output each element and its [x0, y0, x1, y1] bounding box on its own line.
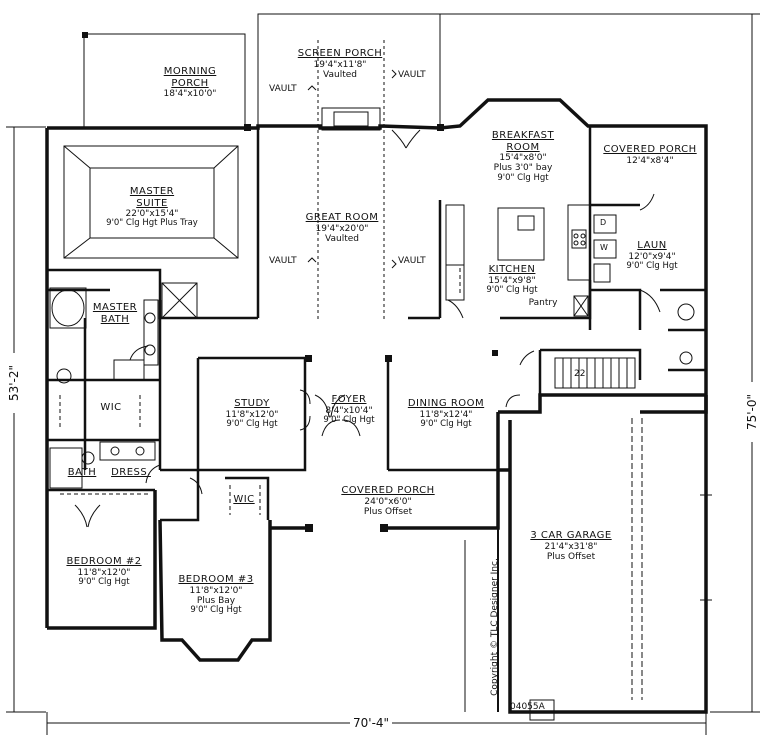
- room-size: 11'8"x12'0": [225, 409, 279, 420]
- room-ceiling: 9'0" Clg Hgt: [420, 418, 472, 429]
- tray-ceiling-outer: [63, 145, 239, 259]
- room-ceiling: 9'0" Clg Hgt Plus Tray: [106, 218, 198, 229]
- master-bath-label: MASTER BATH: [86, 302, 144, 325]
- wic-master-label: WIC: [86, 402, 136, 414]
- screen-porch-outline: [257, 13, 441, 128]
- room-name: LAUN: [637, 240, 667, 251]
- room-name: BREAKFAST ROOM: [491, 130, 555, 153]
- bedroom2-label: BEDROOM #2 11'8"x12'0" 9'0" Clg Hgt: [56, 556, 152, 588]
- kitchen-island: [497, 207, 545, 261]
- washer-label: W: [600, 243, 608, 252]
- master-tub: [51, 289, 85, 327]
- fireplace: [321, 107, 381, 131]
- covered-porch-front-label: COVERED PORCH 24'0"x6'0" Plus Offset: [330, 485, 446, 517]
- room-ceiling: 9'0" Clg Hgt: [486, 284, 538, 295]
- room-size: 19'4"x20'0": [315, 223, 369, 234]
- room-name: STUDY: [234, 398, 270, 409]
- plan-number: 04055A: [510, 702, 545, 712]
- width-dimension: 70'-4": [350, 716, 393, 730]
- covered-porch-rear-label: COVERED PORCH 12'4"x8'4": [600, 144, 700, 166]
- right-depth-dimension: 75'-0": [745, 382, 759, 442]
- stair-count: 22: [574, 369, 586, 379]
- room-ceiling: 9'0" Clg Hgt: [626, 260, 678, 271]
- room-size: 11'8"x12'0": [189, 585, 243, 596]
- room-name: BEDROOM #3: [178, 574, 254, 585]
- room-size: 22'0"x15'4": [125, 209, 179, 219]
- foyer-label: FOYER 8'4"x10'4" 9'0" Clg Hgt: [313, 394, 385, 426]
- room-name: SCREEN PORCH: [297, 48, 383, 59]
- room-size: 11'8"x12'0": [77, 567, 131, 578]
- room-size: 19'4"x11'8": [313, 59, 367, 70]
- room-size: 15'4"x8'0": [499, 153, 547, 163]
- study-label: STUDY 11'8"x12'0" 9'0" Clg Hgt: [205, 398, 299, 430]
- breakfast-label: BREAKFAST ROOM 15'4"x8'0" Plus 3'0" bay …: [468, 130, 578, 183]
- dining-label: DINING ROOM 11'8"x12'4" 9'0" Clg Hgt: [396, 398, 496, 430]
- room-name: DRESS.: [111, 467, 151, 478]
- room-name: COVERED PORCH: [603, 144, 697, 155]
- room-note: Plus Offset: [363, 506, 413, 517]
- room-name: BEDROOM #2: [66, 556, 142, 567]
- dress-label: DRESS.: [106, 467, 156, 479]
- room-name: 3 CAR GARAGE: [530, 530, 612, 541]
- garage-wall: [498, 393, 706, 414]
- room-name: Pantry: [528, 298, 558, 308]
- room-note: Vaulted: [325, 233, 359, 244]
- vault-label: VAULT: [398, 70, 426, 80]
- room-name: WIC: [100, 402, 122, 413]
- left-depth-dimension: 53'-2": [7, 353, 21, 413]
- bedroom3-label: BEDROOM #3 11'8"x12'0" Plus Bay 9'0" Clg…: [166, 574, 266, 616]
- room-size: 12'0"x9'4": [628, 251, 676, 262]
- morning-porch-label: MORNING PORCH 18'4"x10'0": [140, 66, 240, 99]
- room-name: DINING ROOM: [407, 398, 485, 409]
- laun-label: LAUN 12'0"x9'4" 9'0" Clg Hgt: [612, 240, 692, 272]
- room-size: 24'0"x6'0": [364, 496, 412, 507]
- wic-bedroom-label: WIC: [226, 494, 262, 506]
- room-size: 21'4"x31'8": [544, 541, 598, 552]
- room-name: MORNING PORCH: [163, 66, 217, 89]
- room-note: Plus 3'0" bay: [493, 163, 553, 174]
- room-ceiling: 9'0" Clg Hgt: [323, 414, 375, 425]
- room-name: BATH: [67, 467, 97, 478]
- bath-label: BATH: [62, 467, 102, 479]
- room-size: 18'4"x10'0": [163, 89, 217, 99]
- copyright-text: Copyright © TLC Designer Inc.: [490, 558, 500, 696]
- room-ceiling: 9'0" Clg Hgt: [78, 576, 130, 587]
- dryer-label: D: [600, 218, 607, 227]
- room-name: WIC: [233, 494, 255, 505]
- morning-porch-outline: [83, 33, 246, 128]
- room-name: MASTER SUITE: [129, 186, 175, 209]
- room-ceiling: 9'0" Clg Hgt: [497, 172, 549, 183]
- room-size: 8'4"x10'4": [325, 405, 373, 416]
- room-name: MASTER BATH: [92, 302, 138, 325]
- vault-label: VAULT: [269, 84, 297, 94]
- room-note: Vaulted: [323, 69, 357, 80]
- room-size: 12'4"x8'4": [626, 155, 674, 166]
- room-note: Plus Bay: [196, 595, 236, 606]
- vault-label: VAULT: [398, 256, 426, 266]
- study-wall: [196, 356, 307, 472]
- bedroom3-bay-wall: [158, 519, 272, 662]
- room-ceiling: 9'0" Clg Hgt: [226, 418, 278, 429]
- room-ceiling: 9'0" Clg Hgt: [190, 605, 242, 616]
- room-name: GREAT ROOM: [305, 212, 379, 223]
- room-size: 11'8"x12'4": [419, 409, 473, 420]
- great-room-label: GREAT ROOM 19'4"x20'0" Vaulted: [290, 212, 394, 244]
- room-name: COVERED PORCH: [341, 485, 435, 496]
- room-name: FOYER: [331, 394, 367, 405]
- room-size: 15'4"x9'8": [488, 275, 536, 286]
- vault-label: VAULT: [269, 256, 297, 266]
- screen-porch-label: SCREEN PORCH 19'4"x11'8" Vaulted: [285, 48, 395, 80]
- master-suite-label: MASTER SUITE 22'0"x15'4" 9'0" Clg Hgt Pl…: [90, 186, 214, 229]
- room-note: Plus Offset: [546, 551, 596, 562]
- room-name: KITCHEN: [488, 264, 536, 275]
- pantry-label: Pantry: [518, 298, 568, 308]
- kitchen-label: KITCHEN 15'4"x9'8" 9'0" Clg Hgt: [472, 264, 552, 296]
- garage-label: 3 CAR GARAGE 21'4"x31'8" Plus Offset: [516, 530, 626, 562]
